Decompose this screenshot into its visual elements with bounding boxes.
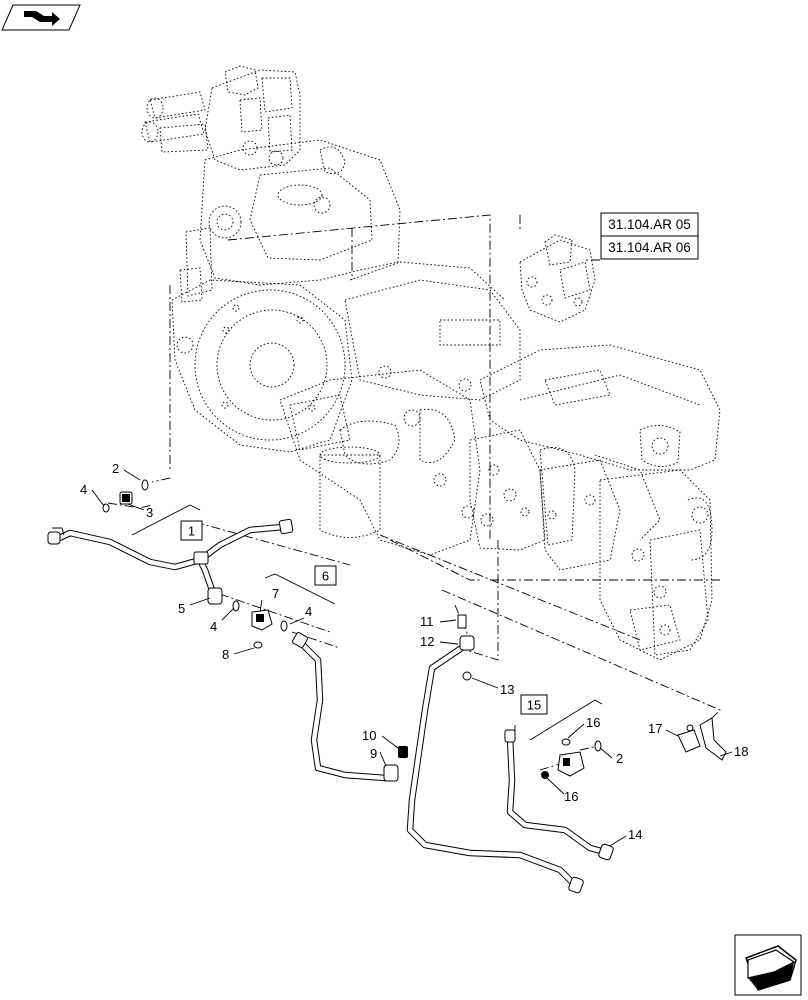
- group-label-1: 1: [188, 524, 195, 539]
- callout-4-upper: 4: [80, 482, 87, 497]
- callout-9: 9: [370, 746, 377, 761]
- callout-13: 13: [500, 682, 514, 697]
- callout-18: 18: [734, 744, 748, 759]
- next-page-arrow-icon[interactable]: [734, 934, 802, 996]
- callout-leaders: [91, 469, 733, 847]
- callout-4-left: 4: [210, 619, 217, 634]
- callout-10: 10: [362, 728, 376, 743]
- callout-16-upper: 16: [586, 715, 600, 730]
- hydraulic-pipes: [51, 523, 609, 889]
- callout-17: 17: [648, 721, 662, 736]
- group-bracket-15: 15: [520, 694, 603, 741]
- alignment-lines: [107, 214, 721, 771]
- callout-12: 12: [420, 634, 434, 649]
- group-bracket-6: 6: [264, 565, 337, 605]
- callout-numbers: 2 4 3 5 4 7 4 8 11 12 13 10 9 16 2 16 17…: [80, 461, 748, 842]
- reference-31104ar05[interactable]: 31.104.AR 05: [608, 217, 691, 232]
- group-label-6: 6: [322, 569, 329, 584]
- control-valve-phantom: [519, 234, 596, 323]
- callout-11: 11: [420, 614, 434, 629]
- reference-box-group: 31.104.AR 05 31.104.AR 06: [600, 212, 699, 260]
- callout-8: 8: [222, 647, 229, 662]
- callout-4-right: 4: [305, 604, 312, 619]
- group-bracket-1: 1: [131, 504, 203, 541]
- page-navigation-icon[interactable]: [1, 4, 81, 31]
- callout-2-right: 2: [616, 751, 623, 766]
- fittings: [47, 479, 727, 894]
- callout-2-upper: 2: [112, 461, 119, 476]
- tractor-housing-phantom: [141, 65, 721, 661]
- callout-7: 7: [272, 586, 279, 601]
- callout-5: 5: [178, 601, 185, 616]
- callout-16-lower: 16: [564, 789, 578, 804]
- callout-14: 14: [628, 827, 642, 842]
- group-label-15: 15: [527, 698, 541, 713]
- reference-31104ar06[interactable]: 31.104.AR 06: [608, 240, 691, 255]
- callout-3: 3: [146, 505, 153, 520]
